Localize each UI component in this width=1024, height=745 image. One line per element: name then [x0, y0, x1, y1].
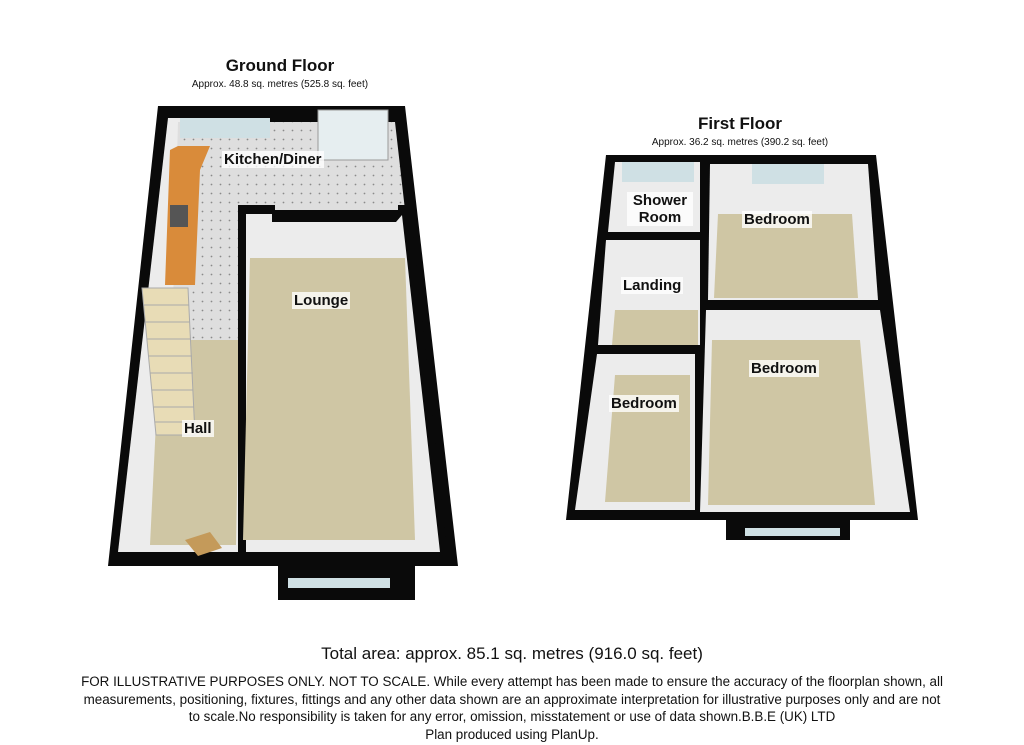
- bedroom-rear-carpet: [714, 214, 858, 298]
- kitchen-window-left: [180, 118, 270, 138]
- lounge-bay-window: [288, 578, 390, 588]
- disclaimer-line-1: FOR ILLUSTRATIVE PURPOSES ONLY. NOT TO S…: [81, 674, 943, 689]
- lounge-carpet: [243, 258, 415, 540]
- room-label-bedroom-front-large: Bedroom: [749, 360, 819, 377]
- disclaimer-line-3: to scale.No responsibility is taken for …: [188, 709, 836, 724]
- room-label-bedroom-rear: Bedroom: [742, 211, 812, 228]
- ground-floor-plan: [108, 106, 458, 600]
- disclaimer: FOR ILLUSTRATIVE PURPOSES ONLY. NOT TO S…: [10, 673, 1014, 743]
- room-label-bedroom-front-small: Bedroom: [609, 395, 679, 412]
- shower-room-window: [622, 162, 694, 182]
- landing-carpet: [612, 310, 698, 345]
- bedroom-rear-window: [752, 164, 824, 184]
- ground-floor-area: Approx. 48.8 sq. metres (525.8 sq. feet): [191, 79, 369, 90]
- first-floor-plan: [566, 155, 918, 540]
- shower-room-line2: Room: [638, 209, 682, 226]
- room-label-lounge: Lounge: [292, 292, 351, 309]
- room-label-kitchen-diner: Kitchen/Diner: [222, 151, 324, 168]
- bedroom-front-large-carpet: [708, 340, 875, 505]
- disclaimer-line-4: Plan produced using PlanUp.: [425, 726, 599, 742]
- first-floor-area: Approx. 36.2 sq. metres (390.2 sq. feet): [651, 137, 829, 148]
- floorplan-drawing: [108, 106, 918, 600]
- room-label-shower-room: Shower Room: [627, 192, 693, 226]
- kitchen-diner-floor: [172, 122, 405, 340]
- hob: [170, 205, 188, 227]
- total-area: Total area: approx. 85.1 sq. metres (916…: [321, 644, 703, 663]
- doormat: [185, 532, 222, 556]
- kitchen-window-right: [317, 109, 389, 161]
- staircase: [141, 287, 196, 436]
- ground-floor-title: Ground Floor: [225, 56, 335, 75]
- room-label-landing: Landing: [621, 277, 684, 294]
- bedroom-front-window: [745, 528, 840, 536]
- disclaimer-line-2: measurements, positioning, fixtures, fit…: [83, 691, 941, 707]
- first-floor-title: First Floor: [697, 114, 783, 133]
- room-label-hall: Hall: [182, 420, 214, 437]
- shower-room-line1: Shower: [632, 192, 688, 209]
